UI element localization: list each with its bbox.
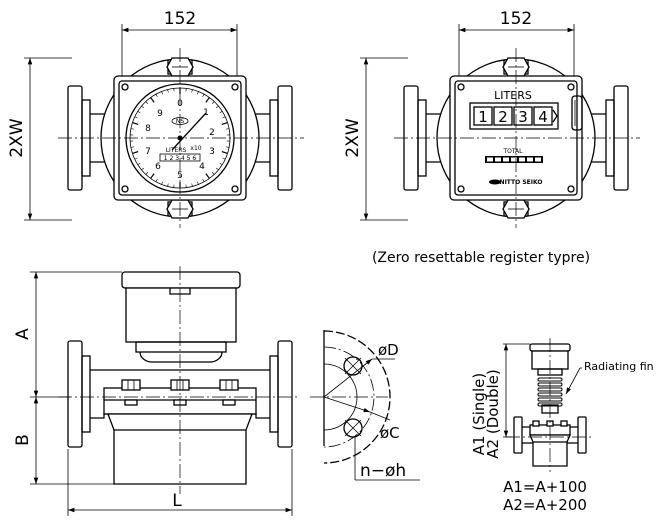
dial-tick (216, 105, 219, 109)
zero-register-caption: (Zero resettable register typre) (372, 250, 590, 266)
dial-tick (219, 110, 223, 114)
dial-number: 3 (209, 147, 215, 157)
formula-a2: A2=A+200 (503, 496, 587, 514)
dial-tick (161, 181, 163, 185)
dial-tick (222, 116, 226, 119)
dial-tick (211, 172, 215, 175)
dial-tick (134, 157, 138, 160)
dial-tick (205, 97, 210, 103)
register-digit: 4 (538, 108, 548, 126)
dial-tick (211, 101, 215, 104)
radiating-fin-view: A1 (Single) A2 (Double) Radiating fin A1… (470, 338, 654, 514)
dial-tick (145, 101, 149, 104)
width-dimension-right: 152 (500, 9, 532, 29)
dial-tick (197, 181, 199, 185)
dial-number: 9 (157, 109, 163, 119)
dial-tick (161, 91, 163, 95)
height-dimension-left: 2XW (7, 118, 27, 157)
dial-tick (155, 179, 158, 182)
total-label: TOTAL (502, 148, 523, 155)
dial-ticks (130, 88, 230, 188)
dial-unit-label: LITERS (166, 147, 187, 154)
dial-tick (216, 167, 219, 171)
dial-tick (205, 173, 210, 179)
radiating-fin-label: Radiating fin (584, 360, 654, 373)
dial-tick (191, 183, 193, 187)
dial-tick (141, 167, 144, 171)
front-view-zero-register: 152 2XW LITERS 1 2 (343, 9, 640, 266)
flange-outer-diameter: øD (378, 341, 399, 359)
bolt-circle-diameter: øC (380, 424, 400, 442)
dial-tick (202, 179, 205, 182)
dial-number: 8 (145, 124, 151, 134)
dial-tick (145, 172, 149, 175)
dial-multiplier: x10 (190, 145, 201, 152)
dial-tick (197, 91, 199, 95)
dial-tick (150, 173, 155, 179)
dial-number: 7 (145, 147, 151, 157)
dial-tick (137, 110, 141, 114)
dial-tick (221, 121, 228, 125)
dial-tick (132, 121, 139, 125)
dial-tick (132, 151, 139, 155)
formula-a1: A1=A+100 (503, 478, 587, 496)
dial-tick (167, 89, 169, 93)
dimension-a2: A2 (Double) (484, 369, 502, 458)
dimension-a: A (13, 328, 33, 340)
dial-tick (134, 116, 138, 119)
dial-tick (150, 97, 155, 103)
dial-tick (137, 162, 141, 166)
dial-number: 2 (209, 128, 215, 138)
dial-tick (167, 183, 169, 187)
front-view-dial: 152 2XW 0 1 (7, 9, 304, 228)
dial-tick (219, 162, 223, 166)
dial-tick (221, 151, 228, 155)
dial-tick (222, 157, 226, 160)
brand-name: NITTO SEIKO (500, 179, 543, 186)
dial-number: 6 (155, 162, 161, 172)
register-digit: 1 (478, 108, 488, 126)
side-view: A B L (13, 266, 300, 516)
dial-tick (130, 128, 134, 130)
dimension-l: L (172, 491, 182, 511)
dial-number: 4 (199, 162, 205, 172)
dial-tick (155, 94, 158, 97)
register-digit: 3 (518, 108, 528, 126)
dial-tick (141, 105, 144, 109)
flange-detail: øD øC n−øh (310, 330, 420, 481)
dial-tick (191, 89, 193, 93)
dimension-b: B (13, 434, 33, 446)
total-counter-cells (487, 157, 541, 162)
register-unit-label: LITERS (494, 89, 532, 102)
width-dimension-left: 152 (164, 9, 196, 29)
dimension-a1: A1 (Single) (470, 373, 488, 455)
dial-tick (202, 94, 205, 97)
height-dimension-right: 2XW (343, 118, 363, 157)
dial-tick (226, 128, 230, 130)
bolt-holes: n−øh (360, 461, 406, 481)
dial-tick (226, 146, 230, 148)
brand-logo-icon (489, 179, 501, 185)
dial-tick (130, 146, 134, 148)
register-digit: 2 (498, 108, 508, 126)
